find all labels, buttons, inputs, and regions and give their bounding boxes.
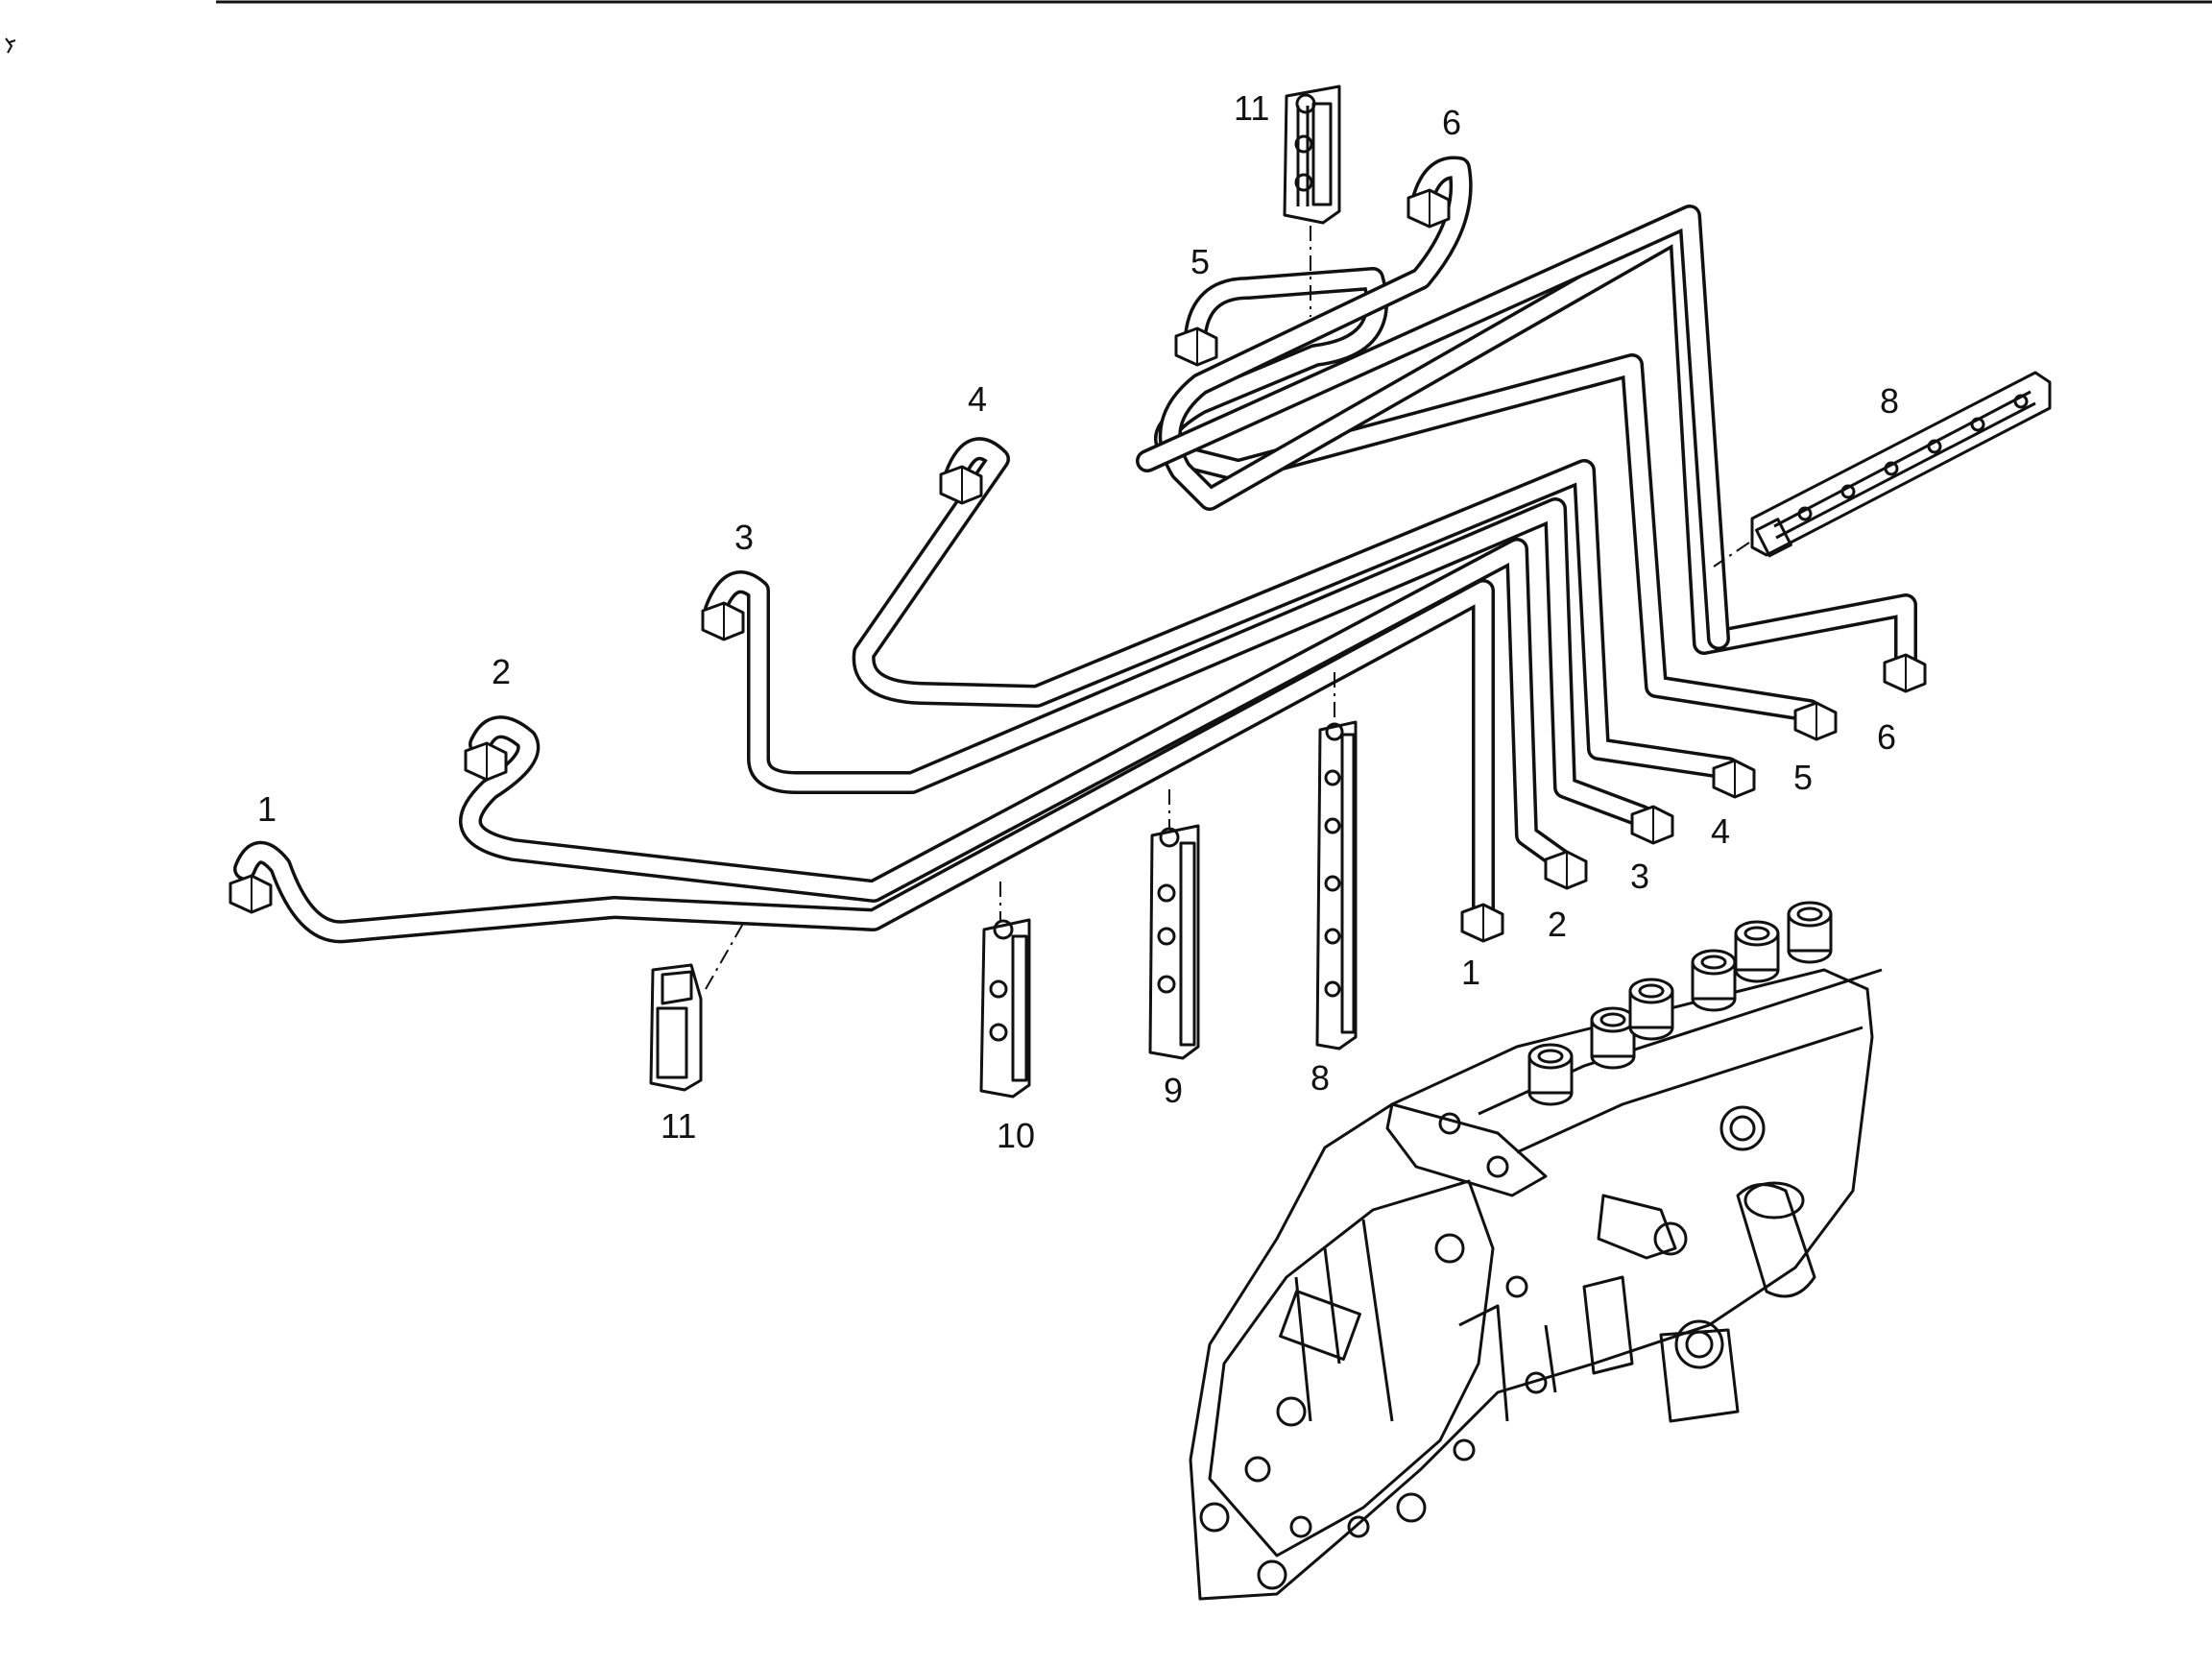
nut-top-5 [1174, 326, 1218, 367]
valve-5 [1734, 920, 1780, 983]
pipe-4 [852, 437, 1740, 780]
clip-top [1283, 85, 1341, 225]
leader-rail [1713, 542, 1750, 568]
leader-clip-small [705, 921, 745, 990]
clip-long [1315, 720, 1358, 1051]
label-clip-small: 11 [661, 1106, 696, 1146]
valve-6 [1787, 901, 1833, 964]
label-pipe-bottom-5: 5 [1793, 758, 1813, 797]
nut-bottom-1 [1460, 903, 1504, 943]
valve-4 [1691, 949, 1737, 1012]
nut-bottom-6 [1883, 653, 1927, 693]
nut-top-4 [939, 465, 983, 505]
label-pipe-top-5: 5 [1190, 242, 1210, 281]
label-pipe-bottom-6: 6 [1877, 717, 1896, 757]
label-pipe-top-6: 6 [1442, 103, 1461, 142]
corner-mark [5, 37, 16, 54]
label-pipe-bottom-3: 3 [1630, 857, 1649, 896]
callout-labels: 1 2 3 4 5 6 1 2 3 4 5 6 11 8 8 9 10 11 [257, 88, 1899, 1155]
nut-top-6 [1407, 188, 1451, 229]
label-clip-short: 10 [997, 1116, 1035, 1155]
nut-top-3 [701, 601, 745, 641]
pipe-end-nuts [228, 188, 1927, 943]
label-pipe-top-2: 2 [492, 652, 511, 691]
nut-top-1 [228, 874, 273, 914]
valve-1 [1527, 1043, 1574, 1106]
clip-mid [1148, 824, 1200, 1060]
pipe-3 [704, 497, 1653, 828]
label-clip-mid: 9 [1164, 1071, 1183, 1110]
label-clip-top: 11 [1234, 88, 1269, 128]
clip-small [649, 963, 703, 1092]
label-pipe-top-4: 4 [968, 379, 987, 419]
label-pipe-top-3: 3 [734, 518, 754, 557]
label-pipe-bottom-2: 2 [1548, 905, 1567, 944]
nut-bottom-4 [1712, 759, 1756, 799]
nut-bottom-5 [1793, 701, 1838, 741]
clip-short [979, 918, 1031, 1099]
nut-bottom-2 [1544, 850, 1588, 890]
injection-pipes [233, 156, 1917, 944]
label-pipe-top-1: 1 [257, 789, 276, 829]
valve-2 [1590, 1006, 1636, 1070]
pump-fittings [1199, 1105, 1816, 1590]
label-pipe-bottom-4: 4 [1711, 811, 1730, 851]
rail-bracket [1750, 371, 2052, 558]
delivery-valves [1527, 901, 1833, 1106]
label-clip-long: 8 [1310, 1058, 1330, 1098]
nut-bottom-3 [1630, 805, 1674, 845]
injection-pump [1189, 901, 1883, 1601]
pipe-1 [233, 579, 1495, 944]
pipe-bundle-outer [1136, 205, 1730, 650]
label-pipe-bottom-1: 1 [1461, 953, 1480, 992]
label-rail: 8 [1880, 381, 1899, 421]
pipe-2 [459, 538, 1572, 903]
nut-top-2 [464, 741, 508, 782]
valve-3 [1628, 978, 1674, 1041]
